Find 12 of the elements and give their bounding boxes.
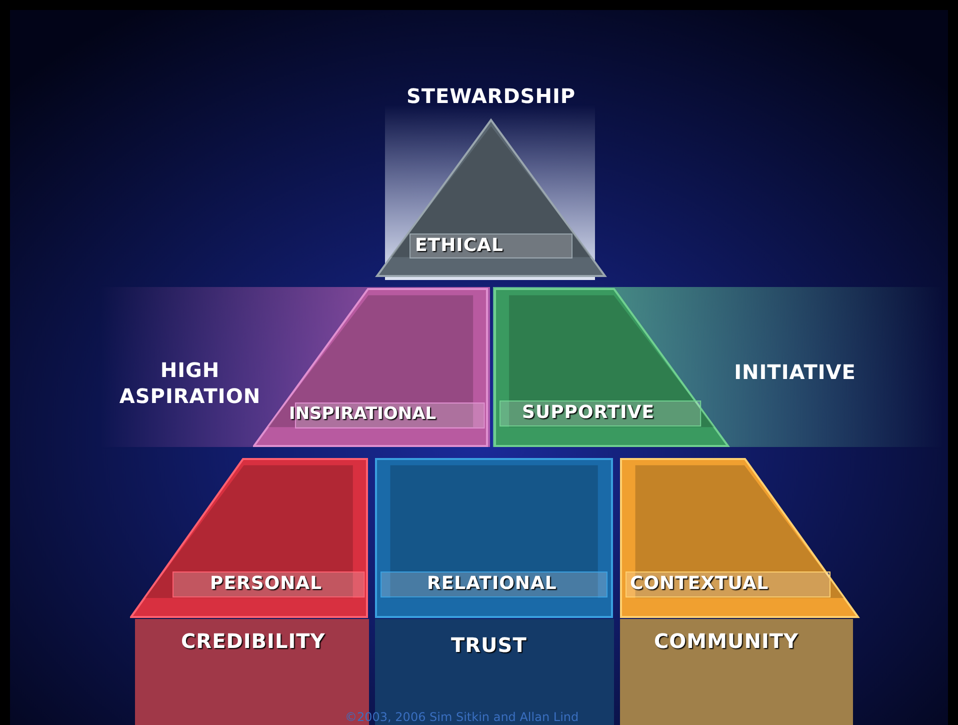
tier-heading: STEWARDSHIP — [405, 83, 577, 109]
side-label: INITIATIVE — [733, 359, 857, 385]
tier-label: INSPIRATIONAL — [289, 404, 436, 424]
tier-label: PERSONAL — [210, 573, 322, 594]
column-label: COMMUNITY — [654, 629, 799, 653]
tier-label: SUPPORTIVE — [522, 402, 655, 423]
tier-label: ETHICAL — [415, 235, 504, 256]
tier-label: CONTEXTUAL — [630, 573, 769, 594]
tier-label: RELATIONAL — [427, 573, 557, 594]
side-label: HIGH ASPIRATION — [118, 357, 262, 409]
column-label: TRUST — [451, 633, 527, 657]
column-label: CREDIBILITY — [181, 629, 326, 653]
